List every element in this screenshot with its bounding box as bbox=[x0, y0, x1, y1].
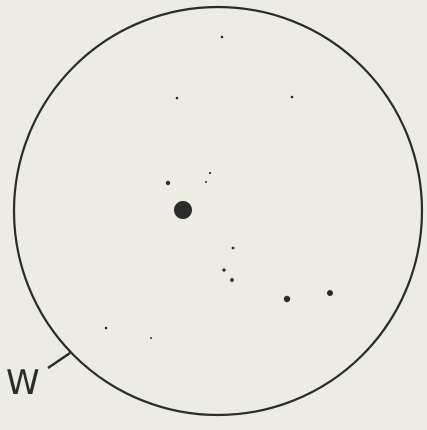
star bbox=[205, 181, 207, 183]
star bbox=[284, 296, 290, 302]
west-tick-mark bbox=[48, 353, 70, 368]
star bbox=[222, 268, 225, 271]
star bbox=[176, 97, 179, 100]
central-star bbox=[174, 201, 192, 219]
star bbox=[327, 290, 333, 296]
star bbox=[105, 327, 108, 330]
star bbox=[221, 36, 224, 39]
star bbox=[209, 172, 211, 174]
west-direction-label: W bbox=[6, 366, 40, 400]
star bbox=[230, 278, 234, 282]
star bbox=[232, 247, 235, 250]
field-of-view-circle bbox=[14, 7, 422, 415]
star bbox=[166, 181, 170, 185]
star bbox=[291, 96, 294, 99]
star bbox=[150, 337, 152, 339]
